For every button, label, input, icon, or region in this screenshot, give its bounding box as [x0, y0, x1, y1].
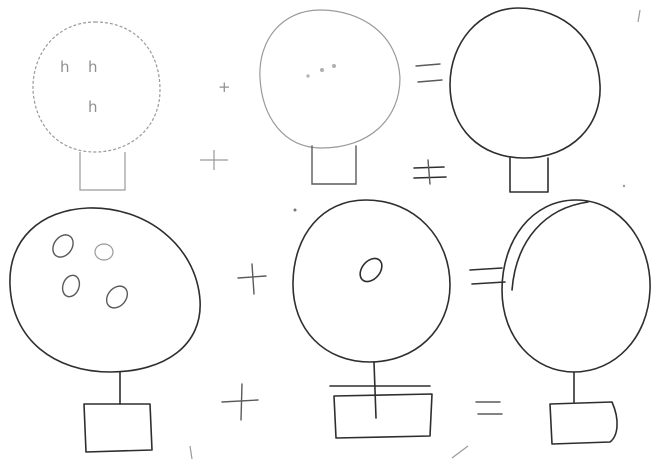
row2b-box2 [334, 394, 432, 438]
stray-marks [190, 10, 640, 459]
row1b-equals-operator [414, 160, 446, 184]
row1-result [450, 8, 600, 158]
row2-equals-operator [470, 268, 505, 284]
row1b-box1 [80, 152, 125, 190]
row2b-term3 [550, 372, 617, 444]
row1-circle1-label-c: h [88, 98, 98, 116]
row2-circle1-oval-b [95, 244, 113, 260]
row2-circle1-oval-a [49, 231, 78, 261]
row1b-box3 [510, 158, 548, 192]
row1-circle3 [450, 8, 600, 158]
row1-circle2-dot-a [320, 68, 324, 72]
row1-circle1-label-b: h [88, 58, 98, 76]
row2b-equals-operator [476, 402, 502, 414]
row2-circle1 [10, 208, 200, 372]
row2-result [502, 200, 650, 372]
row1-term1: h h h [33, 22, 160, 152]
row1-term2 [260, 10, 400, 148]
row2b-box1 [84, 404, 152, 452]
row2-circle3 [502, 200, 650, 372]
row1-circle1-label-a: h [60, 58, 70, 76]
row2b-box3 [550, 402, 617, 444]
row2-circle2-oval [356, 254, 387, 285]
row1-circle2-dot-c [306, 74, 309, 77]
row1-equals-operator [416, 64, 442, 82]
row2b-term1 [84, 372, 152, 452]
row2-plus-operator [238, 264, 266, 294]
row2b-term2 [330, 362, 432, 438]
row1b-plus-operator [200, 150, 228, 170]
row2-term1 [10, 208, 200, 372]
row2b-plus-operator [222, 384, 258, 420]
row1-circle2-dot-b [332, 64, 336, 68]
row2-circle1-oval-c [60, 273, 83, 299]
row2-term2 [293, 200, 450, 362]
row1-circle1 [33, 22, 160, 152]
row1b-box2 [312, 146, 356, 184]
row2-circle3-overlap-arc [512, 202, 588, 290]
row1-plus-operator: + [218, 78, 231, 96]
row2-circle1-oval-d [102, 282, 131, 312]
row1-circle2 [260, 10, 400, 148]
